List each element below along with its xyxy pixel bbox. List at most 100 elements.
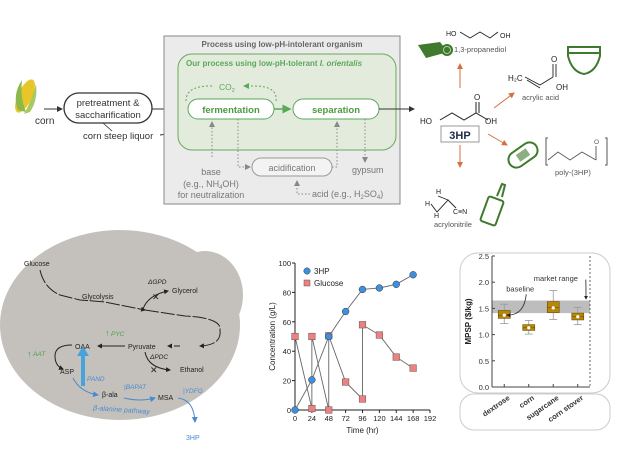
3hp-oh-label: OH — [485, 117, 497, 126]
data-point-3hp — [358, 285, 367, 294]
pand-label: PAND — [87, 376, 105, 383]
data-point-3hp — [341, 307, 350, 316]
outer-box-title: Process using low-pH-intolerant organism — [202, 40, 363, 49]
bapat-label: |BAPAT — [124, 384, 147, 391]
mean-marker — [551, 306, 555, 310]
towel-roll-icon — [418, 42, 453, 58]
acrylic-acid-label: acrylic acid — [522, 93, 559, 102]
y-tick-label: 0.0 — [479, 383, 489, 392]
corn-label: corn — [35, 116, 54, 127]
beta-ala-label: β-ala — [102, 392, 118, 399]
base-label-1: base — [201, 167, 221, 177]
inner-process-box — [177, 53, 397, 151]
x-tick-label: 120 — [373, 414, 386, 423]
gypsum-label: gypsum — [352, 165, 384, 175]
y-tick-label: 0.5 — [479, 357, 489, 366]
y-tick-label: 80 — [283, 288, 291, 297]
acrylonitrile-h-left: H — [425, 201, 430, 208]
x-tick-label: 168 — [407, 414, 420, 423]
baseline-annotation: baseline — [506, 285, 534, 294]
pyc-label: PYC — [111, 331, 125, 338]
x-tick-label: 48 — [325, 414, 333, 423]
mean-marker — [576, 315, 580, 319]
aat-label: AAT — [32, 351, 46, 358]
dpdc-label: ΔPDC — [149, 354, 168, 361]
data-point-glucose — [358, 321, 367, 329]
x-axis-label: Time (hr) — [346, 426, 378, 435]
glycerol-label: Glycerol — [172, 288, 198, 295]
propanediol-label: 1,3-propanediol — [454, 45, 506, 54]
pathway-diagram: Glucose Glycolysis ΔGPD ✕ Glycerol Pyruv… — [0, 230, 243, 442]
acrylonitrile-cn-label: C≡N — [453, 209, 467, 216]
feedstock-label-frame — [459, 393, 611, 431]
data-point-glucose — [375, 331, 383, 339]
legend-marker — [303, 267, 311, 275]
data-point-3hp — [325, 332, 333, 341]
fermentation-label: fermentation — [202, 105, 260, 116]
propanediol-oh-label: OH — [500, 33, 511, 40]
y-tick-label: 60 — [283, 318, 291, 327]
3hp-label: 3HP — [449, 130, 470, 142]
market-range-band — [492, 300, 590, 314]
csl-label: corn steep liquor — [83, 131, 153, 142]
separation-label: separation — [312, 105, 360, 116]
x-tick-label: 192 — [424, 414, 437, 423]
legend-marker — [303, 279, 311, 287]
base-label-3: for neutralization — [178, 190, 245, 200]
pretreatment-box — [63, 92, 153, 124]
y-tick-label: 100 — [278, 259, 291, 268]
acrylonitrile-h-bottom: H — [434, 213, 439, 220]
y-tick-label: 20 — [283, 377, 291, 386]
co2-label: CO2 — [219, 82, 235, 94]
series-line-3hp — [294, 274, 414, 411]
corn-icon — [15, 79, 37, 114]
pretreatment-label-2: saccharification — [75, 110, 140, 121]
y-tick-label: 2.0 — [479, 278, 489, 287]
pathway-3hp-label: 3HP — [186, 435, 200, 442]
acidification-label: acidification — [268, 163, 315, 173]
bandage-icon — [507, 141, 539, 169]
msa-label: MSA — [158, 395, 174, 402]
pretreatment-label-1: pretreatment & — [77, 98, 140, 109]
y-tick-label: 2.5 — [479, 252, 489, 261]
data-point-glucose — [308, 404, 316, 413]
glucose-label: Glucose — [24, 261, 50, 268]
acrylic-o-label: O — [551, 55, 557, 64]
3hp-label-box — [440, 125, 480, 143]
x-tick-label: 96 — [358, 414, 366, 423]
3hp-ho-label: HO — [420, 117, 432, 126]
pyruvate-label: Pyruvate — [128, 344, 156, 351]
gpd-block-icon: ✕ — [152, 292, 160, 302]
pyc-up-arrow-icon: ↑ — [105, 328, 110, 338]
data-point-3hp — [308, 376, 316, 384]
diaper-icon — [567, 46, 601, 76]
data-point-glucose — [358, 395, 367, 403]
y-tick-label: 1.0 — [479, 331, 489, 340]
baseline-arrow — [506, 294, 527, 318]
data-point-glucose — [409, 364, 417, 372]
glue-bottle-icon — [479, 182, 507, 227]
data-point-glucose — [308, 332, 316, 341]
mean-marker — [527, 326, 531, 330]
data-point-glucose — [325, 406, 333, 414]
data-point-3hp — [291, 406, 299, 414]
ethanol-label: Ethanol — [180, 367, 204, 374]
3hp-o-label: O — [474, 93, 480, 102]
acrylic-oh-label: OH — [556, 83, 568, 92]
data-point-glucose — [342, 378, 350, 386]
ydfg-label: |YDFG — [183, 388, 203, 395]
pand-arrow — [77, 346, 89, 386]
poly-3hp-label: poly-(3HP) — [555, 168, 591, 177]
y-tick-label: 40 — [283, 347, 291, 356]
legend-label: 3HP — [314, 267, 330, 276]
pdc-block-icon: ✕ — [150, 365, 158, 375]
acid-label: acid (e.g., H2SO4) — [312, 189, 383, 201]
y-tick-label: 1.5 — [479, 304, 489, 313]
asp-label: ASP — [60, 369, 74, 376]
poly-o-label: O — [594, 139, 599, 146]
data-point-3hp — [375, 284, 384, 292]
x-tick-label: 24 — [308, 414, 316, 423]
base-label-2: (e.g., NH4OH) — [183, 179, 239, 191]
glycolysis-label: Glycolysis — [82, 294, 114, 301]
